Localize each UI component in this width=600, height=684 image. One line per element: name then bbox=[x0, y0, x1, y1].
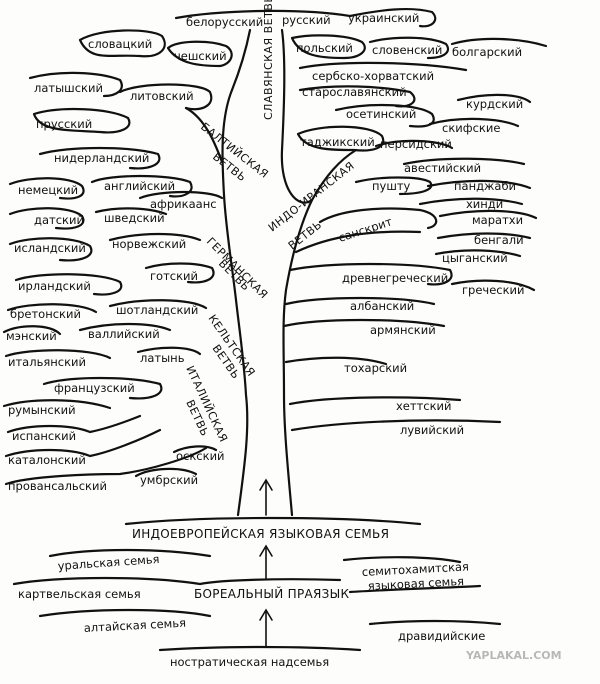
label-afrikaans: африкаанс bbox=[150, 197, 217, 211]
label-latvian: латышский bbox=[34, 81, 103, 95]
label-bengali: бенгали bbox=[474, 233, 524, 247]
label-greek: греческий bbox=[462, 283, 525, 297]
label-german: немецкий bbox=[18, 183, 78, 197]
indoiranian-outlines bbox=[294, 93, 538, 258]
label-breton: бретонский bbox=[10, 307, 81, 321]
label-lithuanian: литовский bbox=[130, 89, 194, 103]
label-swedish: шведский bbox=[104, 211, 165, 225]
label-marathi: маратхи bbox=[472, 213, 523, 227]
bottom-band-outlines bbox=[12, 516, 502, 652]
label-english: английский bbox=[104, 179, 175, 193]
label-spanish: испанский bbox=[12, 429, 76, 443]
baltic-outlines bbox=[28, 71, 224, 164]
label-slovak: словацкий bbox=[88, 37, 152, 51]
label-ukrainian: украинский bbox=[348, 11, 419, 25]
label-dutch: нидерландский bbox=[54, 151, 149, 165]
label-umbrian: умбрский bbox=[140, 473, 198, 487]
label-russian: русский bbox=[282, 13, 331, 27]
watermark: YAPLAKAL.COM bbox=[465, 649, 562, 662]
label-tajik: таджикский bbox=[300, 135, 375, 149]
label-hittite: хеттский bbox=[396, 399, 452, 413]
label-dravidian: дравидийские bbox=[398, 629, 485, 643]
label-polish: польский bbox=[296, 41, 353, 55]
label-uralic: уральская семья bbox=[57, 552, 160, 573]
label-avestan: авестийский bbox=[404, 161, 481, 175]
label-altaic: алтайская семья bbox=[83, 616, 186, 635]
label-ossetian: осетинский bbox=[346, 107, 416, 121]
label-bulgarian: болгарский bbox=[452, 45, 522, 59]
branch-slavic: СЛАВЯНСКАЯ ВЕТВЬ bbox=[262, 0, 275, 120]
label-sanskrit: санскрит bbox=[337, 214, 395, 245]
label-catalan: каталонский bbox=[8, 453, 86, 467]
label-romanian: румынский bbox=[8, 403, 76, 417]
label-french: французский bbox=[54, 381, 135, 395]
label-punjabi: панджаби bbox=[454, 179, 516, 193]
label-norwegian: норвежский bbox=[112, 237, 186, 251]
label-tocharian: тохарский bbox=[344, 361, 407, 375]
label-oldslavonic: старославянский bbox=[302, 85, 407, 99]
germanic-outlines bbox=[8, 146, 224, 284]
right-isolates-outlines bbox=[282, 262, 536, 432]
italic-outlines bbox=[2, 346, 218, 486]
label-luwian: лувийский bbox=[400, 423, 464, 437]
label-armenian: армянский bbox=[370, 323, 436, 337]
label-welsh: валлийский bbox=[88, 327, 160, 341]
label-scottish: шотландский bbox=[116, 303, 198, 317]
label-kartvelian: картвельская семья bbox=[18, 587, 141, 601]
label-manx: мэнский bbox=[6, 329, 57, 343]
label-italian: итальянский bbox=[8, 355, 86, 369]
label-belorussian: белорусский bbox=[186, 15, 263, 29]
label-semitohamitic-line1: семитохамитская bbox=[361, 559, 469, 579]
label-kurdish: курдский bbox=[466, 97, 523, 111]
label-czech: чешский bbox=[174, 49, 227, 63]
label-serbocroatian: сербско-хорватский bbox=[312, 69, 434, 83]
label-provencal: провансальский bbox=[8, 479, 107, 493]
label-boreal: БОРЕАЛЬНЫЙ ПРАЯЗЫК bbox=[194, 586, 350, 601]
label-pashto: пушту bbox=[372, 179, 411, 193]
slavic-outlines bbox=[78, 7, 548, 204]
celtic-outlines bbox=[2, 273, 208, 336]
label-irish: ирландский bbox=[18, 279, 91, 293]
label-slovenian: словенский bbox=[372, 43, 442, 57]
label-scythian: скифские bbox=[442, 121, 500, 135]
label-albanian: албанский bbox=[350, 299, 414, 313]
label-icelandic: исландский bbox=[14, 241, 86, 255]
label-romani: цыганский bbox=[442, 251, 508, 265]
label-hindi: хинди bbox=[466, 197, 503, 211]
label-semitohamitic-line2: языковая семья bbox=[367, 574, 464, 593]
upward-arrows bbox=[259, 478, 273, 647]
label-prussian: прусский bbox=[36, 117, 92, 131]
label-ancientgreek: древнегреческий bbox=[342, 271, 448, 285]
label-latin: латынь bbox=[140, 351, 185, 365]
label-persian: персидский bbox=[380, 137, 452, 151]
label-indoeuropean-family: ИНДОЕВРОПЕЙСКАЯ ЯЗЫКОВАЯ СЕМЬЯ bbox=[132, 526, 389, 541]
label-gothic: готский bbox=[150, 269, 198, 283]
label-nostratic: ностратическая надсемья bbox=[170, 655, 329, 669]
label-danish: датский bbox=[34, 213, 84, 227]
label-oscan: оскский bbox=[176, 449, 225, 463]
